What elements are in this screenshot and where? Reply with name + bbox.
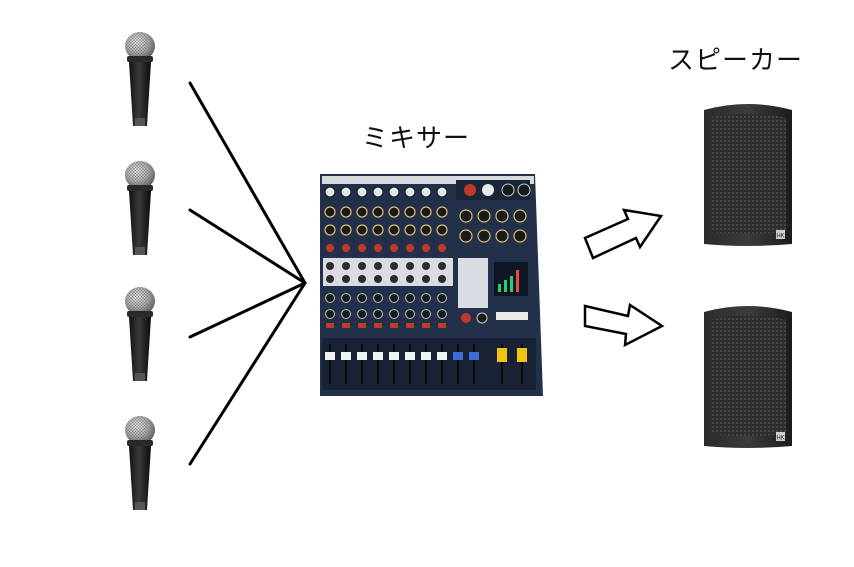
- microphone-2: [125, 161, 155, 255]
- mixer-master-section: [456, 180, 531, 324]
- mic-connection-lines: [188, 81, 307, 466]
- speaker-bottom: [704, 306, 792, 448]
- mixer-label: ミキサー: [362, 124, 471, 154]
- microphone-4: [125, 416, 155, 510]
- connection-line-4: [188, 281, 307, 466]
- connection-line-3: [188, 281, 307, 339]
- connection-line-2: [188, 208, 307, 285]
- microphone-3: [125, 287, 155, 381]
- mixer-faders: [322, 338, 536, 390]
- speaker-top: [704, 104, 792, 246]
- mixer-icon: [320, 174, 543, 396]
- arrow-to-speaker-bottom: [583, 302, 665, 348]
- connection-line-1: [188, 81, 307, 285]
- arrow-to-speaker-top: [583, 208, 664, 260]
- microphone-1: [125, 32, 155, 126]
- mixer-channel-knobs: [323, 186, 453, 328]
- speaker-label: スピーカー: [668, 46, 804, 76]
